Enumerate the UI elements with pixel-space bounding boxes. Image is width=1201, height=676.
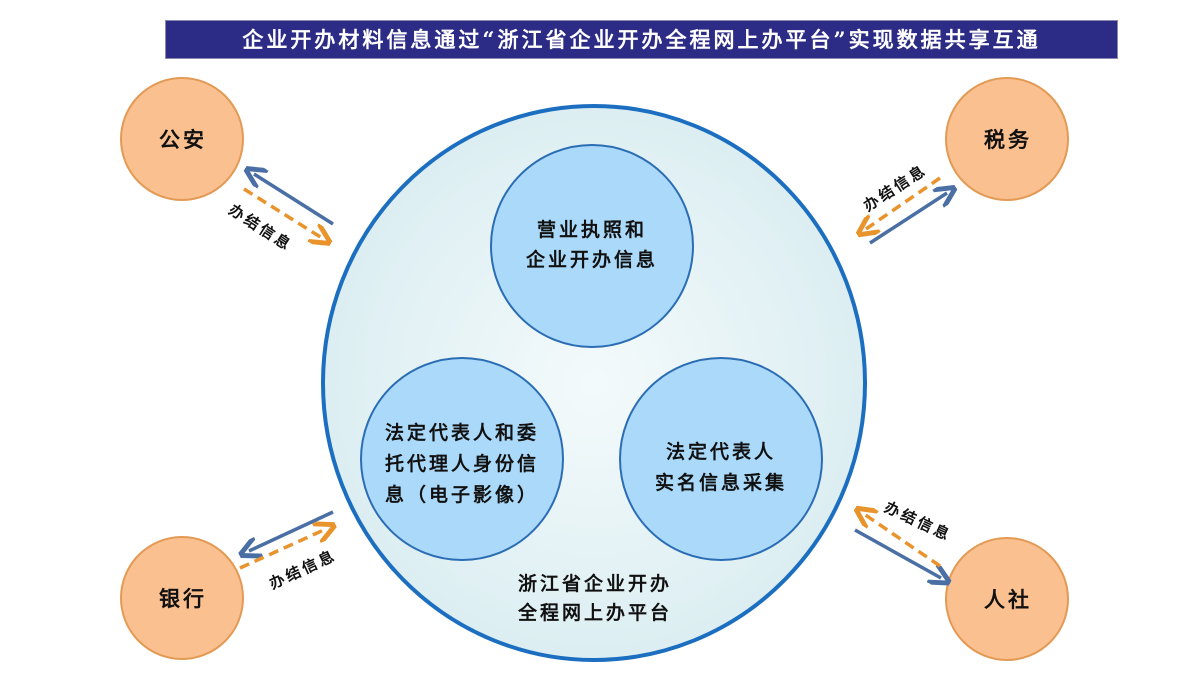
inner-node-identity-info: 法定代表人和委 托代理人身份信 息（电子影像） — [360, 357, 564, 561]
inner-node-realname-info: 法定代表人 实名信息采集 — [619, 357, 823, 561]
arrow-label: 办结信息 — [266, 546, 339, 593]
inner-node-line: 法定代表人 — [666, 440, 776, 463]
inner-node-line: 托代理人身份信 — [385, 452, 539, 475]
platform-label-line2: 全程网上办平台 — [517, 601, 672, 624]
agency-node-tax: 税务 — [945, 77, 1069, 201]
inner-node-line: 企业开办信息 — [525, 248, 658, 271]
agency-label: 人社 — [984, 587, 1032, 612]
agency-label: 公安 — [159, 127, 207, 152]
agency-node-bank: 银行 — [120, 536, 244, 660]
platform-label-line1: 浙江省企业开办 — [518, 572, 672, 595]
blue-arrow — [249, 510, 334, 551]
arrow-label: 办结信息 — [226, 201, 296, 255]
blue-arrow — [854, 528, 941, 578]
inner-node-line: 息（电子影像） — [385, 483, 539, 506]
inner-node-line: 法定代表人和委 — [385, 421, 539, 444]
inner-node-line: 营业执照和 — [537, 218, 647, 241]
agency-node-police: 公安 — [120, 77, 244, 201]
agency-label: 银行 — [159, 586, 207, 611]
inner-node-business-license: 营业执照和 企业开办信息 — [490, 144, 694, 348]
inner-node-line: 实名信息采集 — [655, 471, 787, 494]
arrow-label: 办结信息 — [882, 498, 955, 545]
blue-arrow — [869, 193, 947, 245]
blue-arrow — [254, 174, 334, 226]
agency-node-social-security: 人社 — [945, 537, 1069, 661]
agency-label: 税务 — [984, 127, 1032, 152]
diagram-title: 企业开办材料信息通过“浙江省企业开办全程网上办平台”实现数据共享互通 — [165, 20, 1118, 59]
